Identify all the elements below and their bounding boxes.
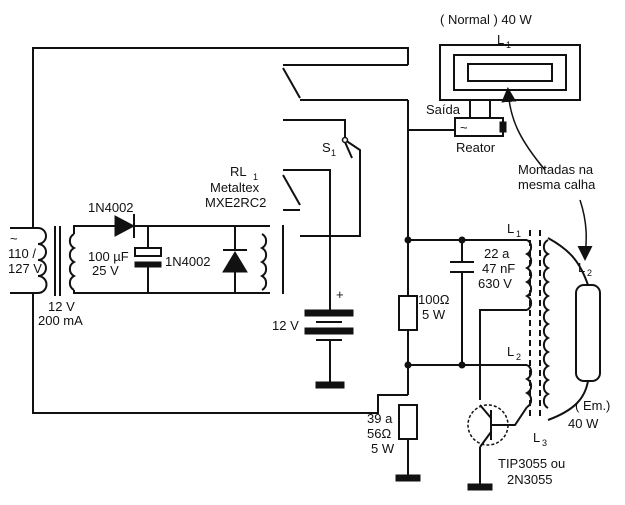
capacitor2-label-1: 22 a: [484, 246, 510, 261]
coil-l1-label: L: [507, 221, 514, 236]
capacitor-voltage-label: 25 V: [92, 263, 119, 278]
relay-brand-label: Metaltex: [210, 180, 260, 195]
diode-d2-label: 1N4002: [165, 254, 211, 269]
transistor-label-2: 2N3055: [507, 472, 553, 487]
ballast-label: Reator: [456, 140, 496, 155]
relay-name-label: RL: [230, 164, 247, 179]
coil-l2-subscript: 2: [516, 352, 521, 362]
battery-voltage-label: 12 V: [272, 318, 299, 333]
mains-voltage-label-1: 110 /: [8, 246, 36, 261]
capacitor2-label-2: 47 nF: [482, 261, 515, 276]
resistor2-label-2: 56Ω: [367, 426, 391, 441]
resistor1-value-label: 100Ω: [418, 292, 450, 307]
emergency-lamp-power-label: 40 W: [568, 416, 599, 431]
transformer-current-label: 200 mA: [38, 313, 83, 328]
capacitor-value-label: 100 µF: [88, 249, 129, 264]
relay-model-label: MXE2RC2: [205, 195, 266, 210]
coil-l1-subscript: 1: [516, 229, 521, 239]
ballast-tilde-label: ~: [460, 120, 468, 135]
transistor: [467, 404, 509, 491]
relay-contacts: [282, 64, 409, 395]
capacitor2-label-3: 630 V: [478, 276, 512, 291]
same-fixture-label-2: mesma calha: [518, 177, 596, 192]
ballast-output-label: Saída: [426, 102, 461, 117]
coil-l2-label: L: [507, 344, 514, 359]
switch-name-label: S: [322, 140, 331, 155]
outer-wire: [32, 47, 409, 414]
normal-lamp-designator-subscript: 1: [506, 40, 511, 50]
normal-lamp-label: ( Normal ) 40 W: [440, 12, 532, 27]
resistor1-power-label: 5 W: [422, 307, 446, 322]
mains-transformer: [10, 225, 270, 296]
mains-voltage-label-2: 127 V: [8, 261, 42, 276]
resistor2-label-1: 39 a: [367, 411, 393, 426]
oscillator: [395, 230, 551, 482]
same-fixture-label-1: Montadas na: [518, 162, 594, 177]
relay-coil: [259, 225, 284, 294]
battery-plus-label: +: [336, 287, 344, 302]
emergency-lamp-designator: L: [578, 260, 585, 275]
diode-d2: [222, 226, 248, 293]
transistor-label-1: TIP3055 ou: [498, 456, 565, 471]
coil-l3-label: L: [533, 430, 540, 445]
ballast: [408, 117, 507, 137]
resistor2-label-3: 5 W: [371, 441, 395, 456]
switch-name-subscript: 1: [331, 148, 336, 158]
capacitor-c1: [134, 226, 162, 293]
diode-d1: [100, 214, 270, 238]
relay-name-subscript: 1: [253, 172, 258, 182]
emergency-lamp-designator-subscript: 2: [587, 268, 592, 278]
coil-l3-subscript: 3: [542, 438, 547, 448]
battery: [304, 300, 354, 389]
emergency-lamp: [547, 237, 601, 421]
mains-tilde-label: ~: [10, 231, 18, 246]
transformer-voltage-label: 12 V: [48, 299, 75, 314]
annotation-arrows: [501, 87, 593, 261]
emergency-lamp-label: ( Em.): [575, 398, 610, 413]
diode-d1-label: 1N4002: [88, 200, 134, 215]
normal-lamp-designator: L: [497, 32, 504, 47]
